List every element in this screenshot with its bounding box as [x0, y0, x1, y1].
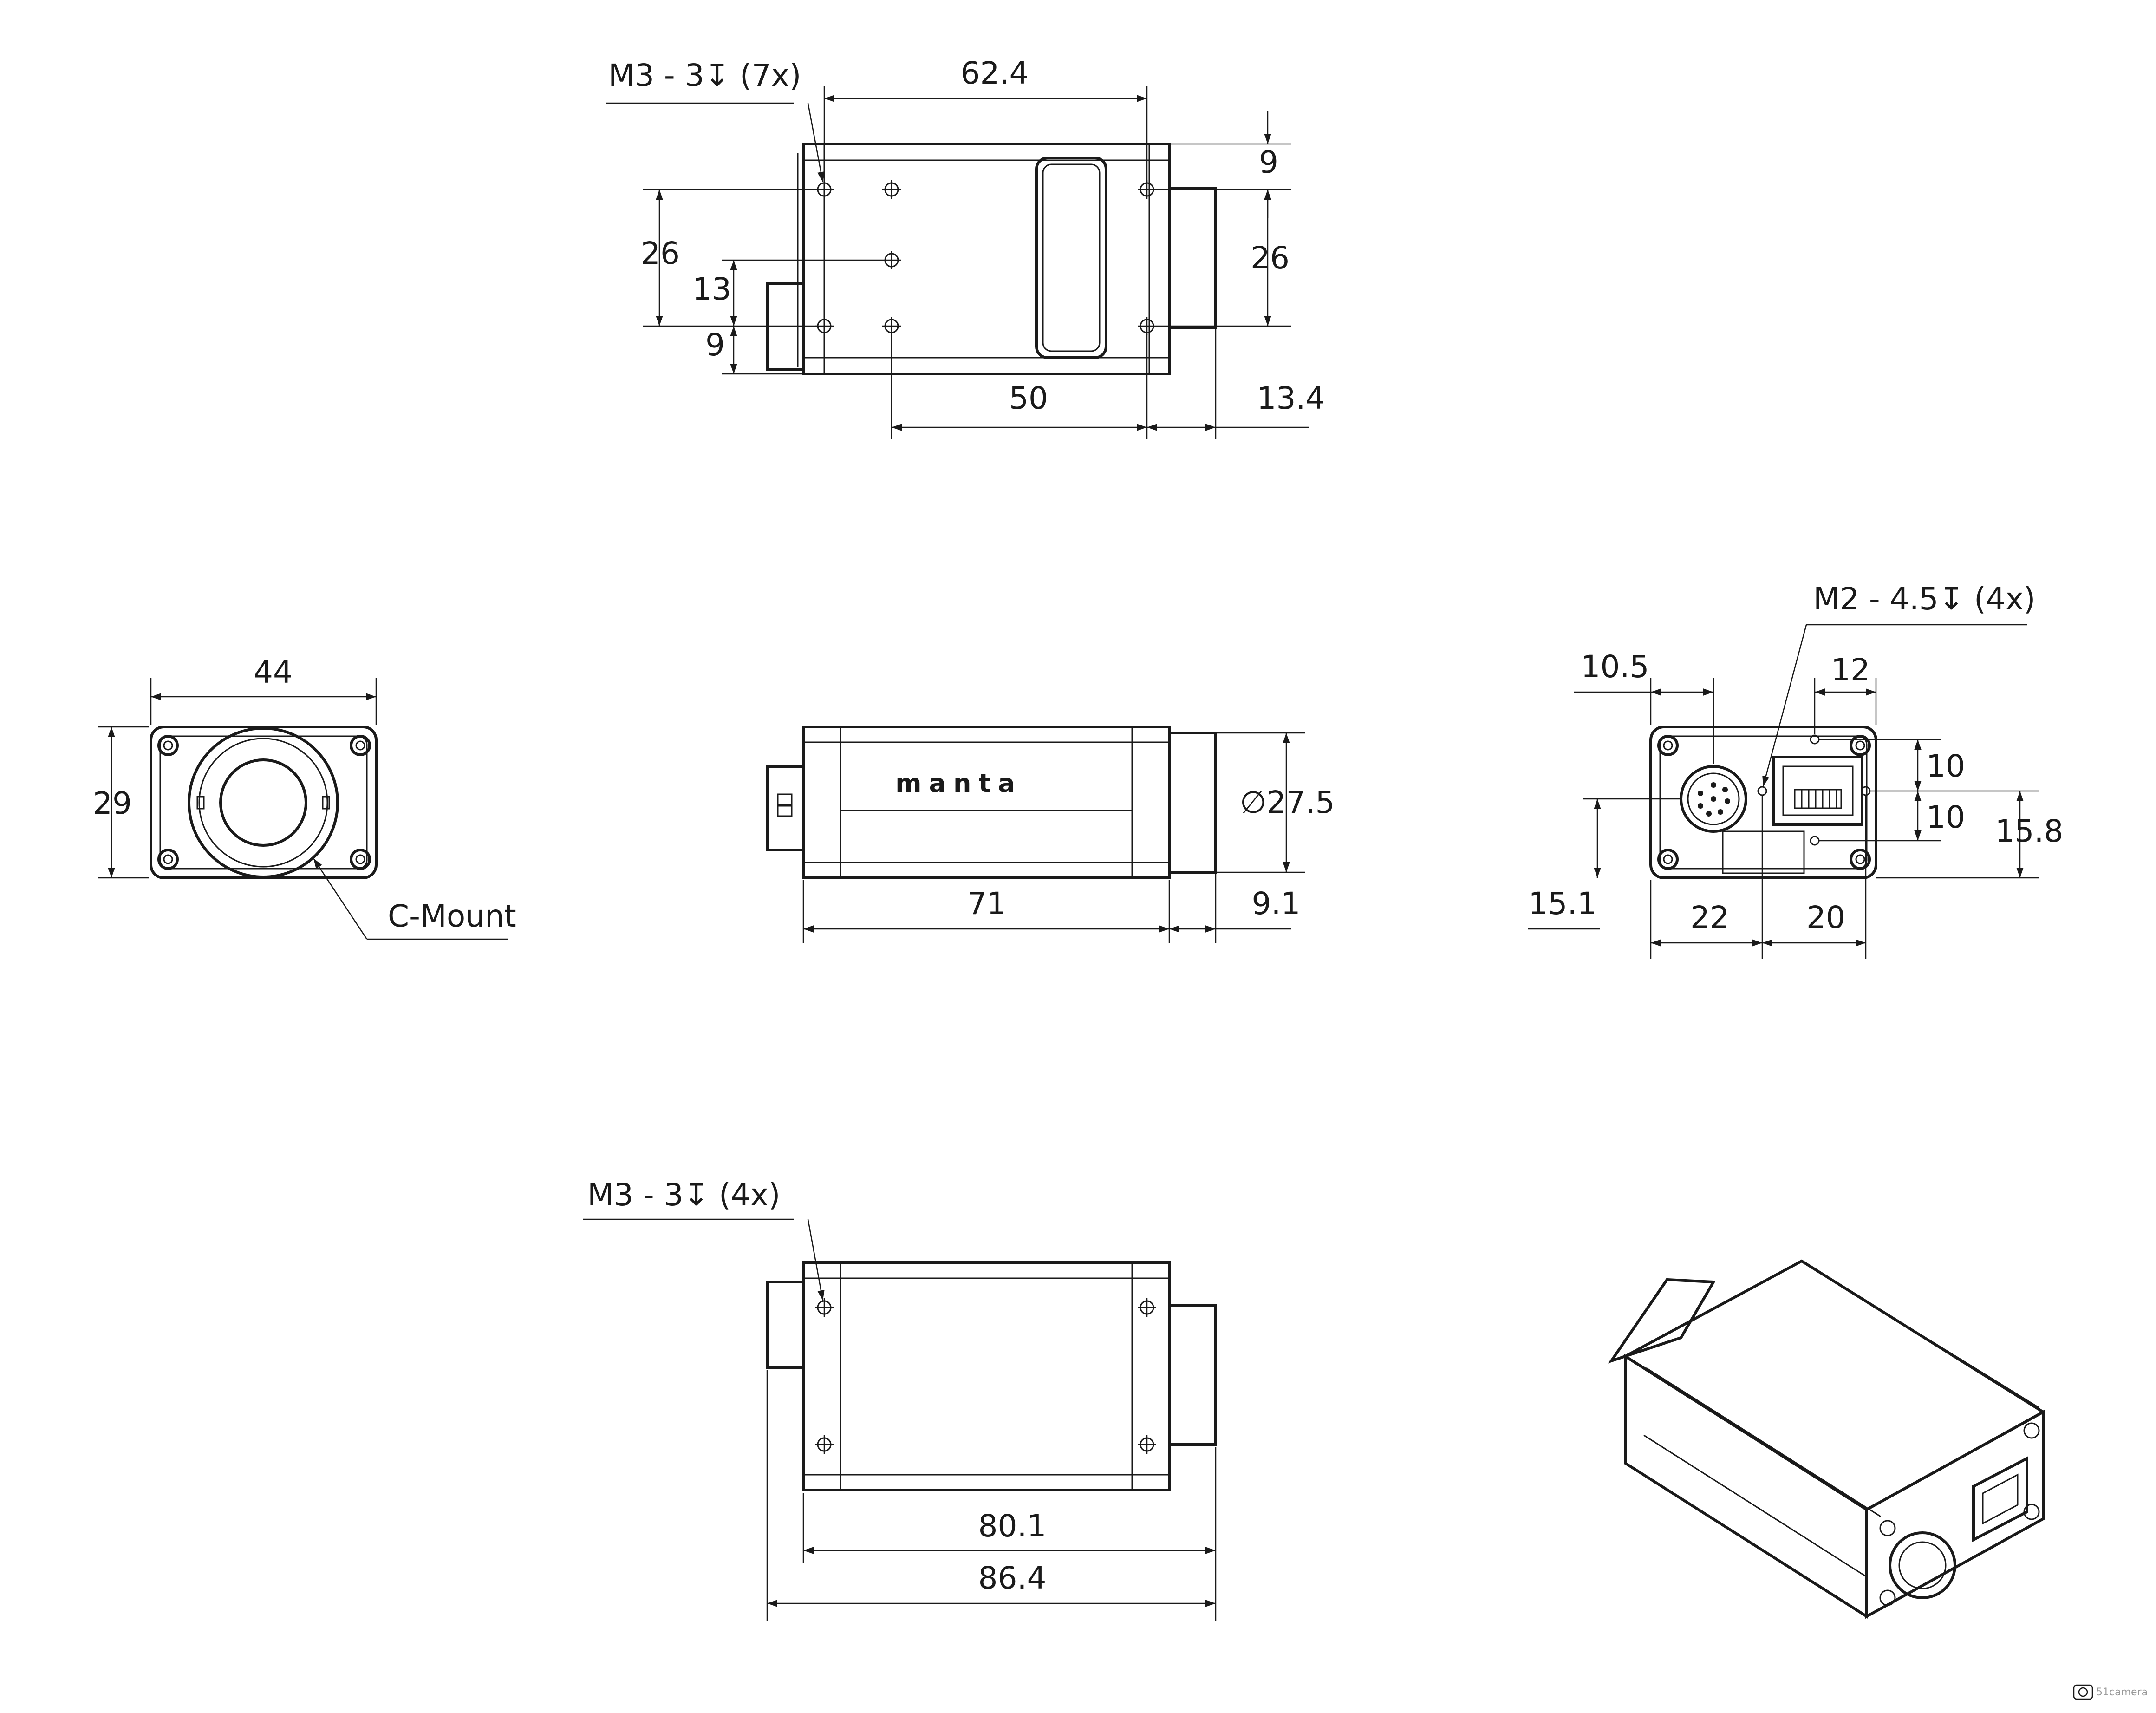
top-body-outline [802, 143, 1171, 375]
dim-lower-spacing: 10 [1926, 799, 1965, 835]
front-body-outline [150, 726, 378, 879]
bottom-connector [766, 1281, 805, 1369]
dim-width-right: 20 [1806, 900, 1845, 935]
bottom-hole-callout: M3 - 3↧ (4x) [587, 1177, 781, 1213]
io-connector-pins [1698, 782, 1730, 817]
mount-notch [322, 796, 330, 810]
iso-rj45-port-icon [1972, 1456, 2028, 1542]
watermark: 51camera [2073, 1684, 2148, 1700]
mount-notch [196, 796, 205, 810]
dim-width-left: 22 [1690, 900, 1729, 935]
c-mount-ring [198, 738, 328, 868]
front-body-inner [159, 735, 368, 870]
dim-top-edge-offset: 9 [1259, 144, 1278, 180]
top-label-plate [1035, 157, 1107, 359]
dim-top-spacing-left: 26 [641, 235, 680, 271]
screw-head-icon [1879, 1589, 1896, 1606]
bottom-lens-mount [1168, 1304, 1217, 1446]
bottom-body-outline [802, 1261, 1171, 1491]
connector-key-icon [777, 793, 793, 805]
screw-head-icon [1657, 735, 1679, 756]
dim-bottom-total-length: 86.4 [978, 1560, 1047, 1596]
front-view: 44 29 C-Mount [93, 654, 516, 940]
dim-top-length: 62.4 [961, 55, 1029, 91]
rear-label [1722, 830, 1805, 874]
iso-side-face [1624, 1353, 1868, 1619]
screw-head-icon [1879, 1520, 1896, 1536]
screw-head-icon [1850, 849, 1871, 870]
dim-height-left: 15.1 [1529, 886, 1597, 922]
dim-height-right: 15.8 [1995, 813, 2064, 849]
bottom-mounting-holes [815, 1298, 1156, 1454]
screw-head-icon [350, 849, 371, 870]
dim-rj45-width: 12 [1831, 652, 1870, 688]
manta-logo: manta [895, 769, 1022, 798]
rear-corner-screws [1657, 735, 1871, 870]
side-view: manta ∅27.5 71 9.1 [766, 726, 1335, 943]
dim-top-spacing-right: 26 [1251, 240, 1290, 276]
watermark-text: 51camera [2096, 1687, 2148, 1698]
side-dimensions: ∅27.5 71 9.1 [802, 732, 1335, 943]
iso-lens [1608, 1278, 1716, 1364]
dim-lens-diameter: ∅27.5 [1240, 785, 1335, 820]
dim-top-center-offset: 13 [692, 271, 731, 307]
screw-head-icon [350, 735, 371, 756]
screw-head-icon [157, 735, 179, 756]
dim-upper-spacing: 10 [1926, 748, 1965, 784]
rear-body-outline [1649, 726, 1877, 879]
dim-top-lens-protrusion: 13.4 [1257, 380, 1325, 416]
screw-head-icon [2023, 1504, 2040, 1520]
side-lens-mount [1168, 732, 1217, 874]
camera-logo-icon [2073, 1684, 2093, 1700]
rear-hole-callout: M2 - 4.5↧ (4x) [1813, 581, 2036, 617]
iso-io-connector-icon [1889, 1531, 1956, 1599]
iso-rear-face [1865, 1409, 2045, 1619]
screw-head-icon [157, 849, 179, 870]
front-corner-screws [157, 735, 371, 870]
rj45-port-icon [1772, 756, 1863, 826]
rear-view: M2 - 4.5↧ (4x) 10.5 12 10 10 15.8 15.1 [1528, 581, 2063, 959]
side-body-outline [802, 726, 1171, 879]
dim-front-width: 44 [254, 654, 293, 690]
top-lens-mount [1168, 187, 1217, 329]
top-label-plate-inner [1042, 163, 1101, 352]
rear-dimensions: M2 - 4.5↧ (4x) 10.5 12 10 10 15.8 15.1 [1528, 581, 2063, 959]
screw-head-icon [2023, 1422, 2040, 1439]
dim-top-bottom-offset: 9 [705, 327, 725, 363]
side-connector [766, 765, 805, 851]
dim-side-body-length: 71 [967, 886, 1006, 922]
rear-body-inner [1659, 735, 1868, 870]
front-dimensions: 44 29 C-Mount [93, 654, 516, 940]
screw-head-icon [1657, 849, 1679, 870]
dim-side-lens-length: 9.1 [1252, 886, 1301, 922]
dim-top-hole-span: 50 [1009, 380, 1048, 416]
bottom-dimensions: M3 - 3↧ (4x) 80.1 86.4 [583, 1177, 1217, 1621]
top-hole-callout: M3 - 3↧ (7x) [608, 58, 801, 93]
dim-bottom-body-length: 80.1 [978, 1508, 1047, 1544]
top-view: 62.4 M3 - 3↧ (7x) 9 26 26 13 9 [606, 55, 1325, 439]
dim-front-height: 29 [93, 785, 132, 821]
iso-top-face [1622, 1259, 2046, 1511]
top-dimensions: 62.4 M3 - 3↧ (7x) 9 26 26 13 9 [606, 55, 1325, 439]
c-mount-label: C-Mount [388, 898, 516, 934]
screw-head-icon [1850, 735, 1871, 756]
isometric-view [1608, 1259, 2046, 1619]
bottom-view: M3 - 3↧ (4x) 80.1 86.4 [583, 1177, 1217, 1621]
lens-opening [219, 758, 307, 847]
c-mount-outer-ring [188, 727, 339, 878]
dim-connector-offset: 10.5 [1581, 649, 1649, 685]
